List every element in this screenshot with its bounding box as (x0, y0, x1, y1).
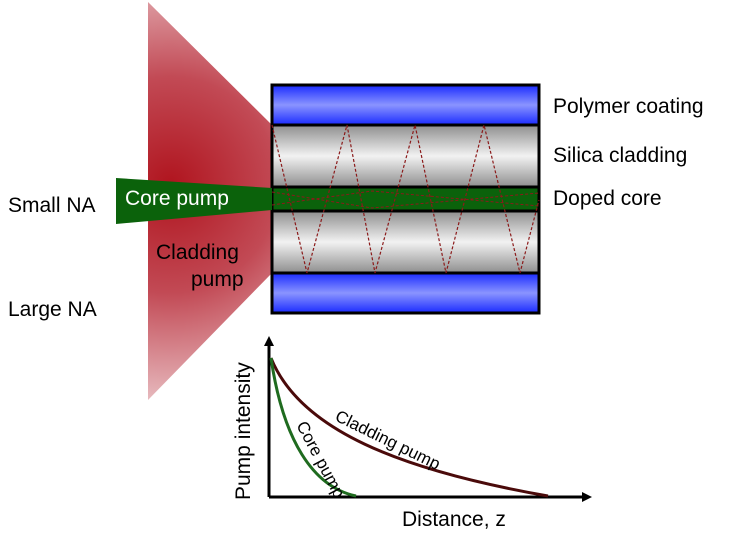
coating-layer-top (270, 83, 541, 127)
large-na-label: Large NA (8, 298, 97, 321)
plot-ylabel: Pump intensity (232, 362, 255, 500)
small-na-label: Small NA (8, 194, 96, 217)
fiber-section (270, 83, 541, 315)
intensity-plot: Pump intensity Distance, z Core pump Cla… (232, 336, 592, 531)
cladding-pump-label-line1: Cladding (156, 241, 239, 264)
core-pump-beam (116, 178, 272, 224)
cladding-pump-label-line2: pump (191, 268, 244, 291)
cladding-curve-label: Cladding pump (332, 407, 443, 474)
core-ray-path-2 (271, 191, 540, 209)
coating-layer-bottom (270, 271, 541, 315)
plot-xlabel: Distance, z (402, 508, 506, 531)
core-ray-path (271, 190, 540, 207)
coating-label: Polymer coating (553, 95, 704, 118)
cladding-pump-curve (269, 357, 549, 498)
core-pump-label: Core pump (125, 187, 229, 210)
core-label: Doped core (553, 187, 662, 210)
cladding-layer-top (270, 123, 541, 189)
cladding-layer-bottom (270, 209, 541, 275)
cladding-label: Silica cladding (553, 144, 687, 167)
core-pump-curve (269, 357, 357, 498)
